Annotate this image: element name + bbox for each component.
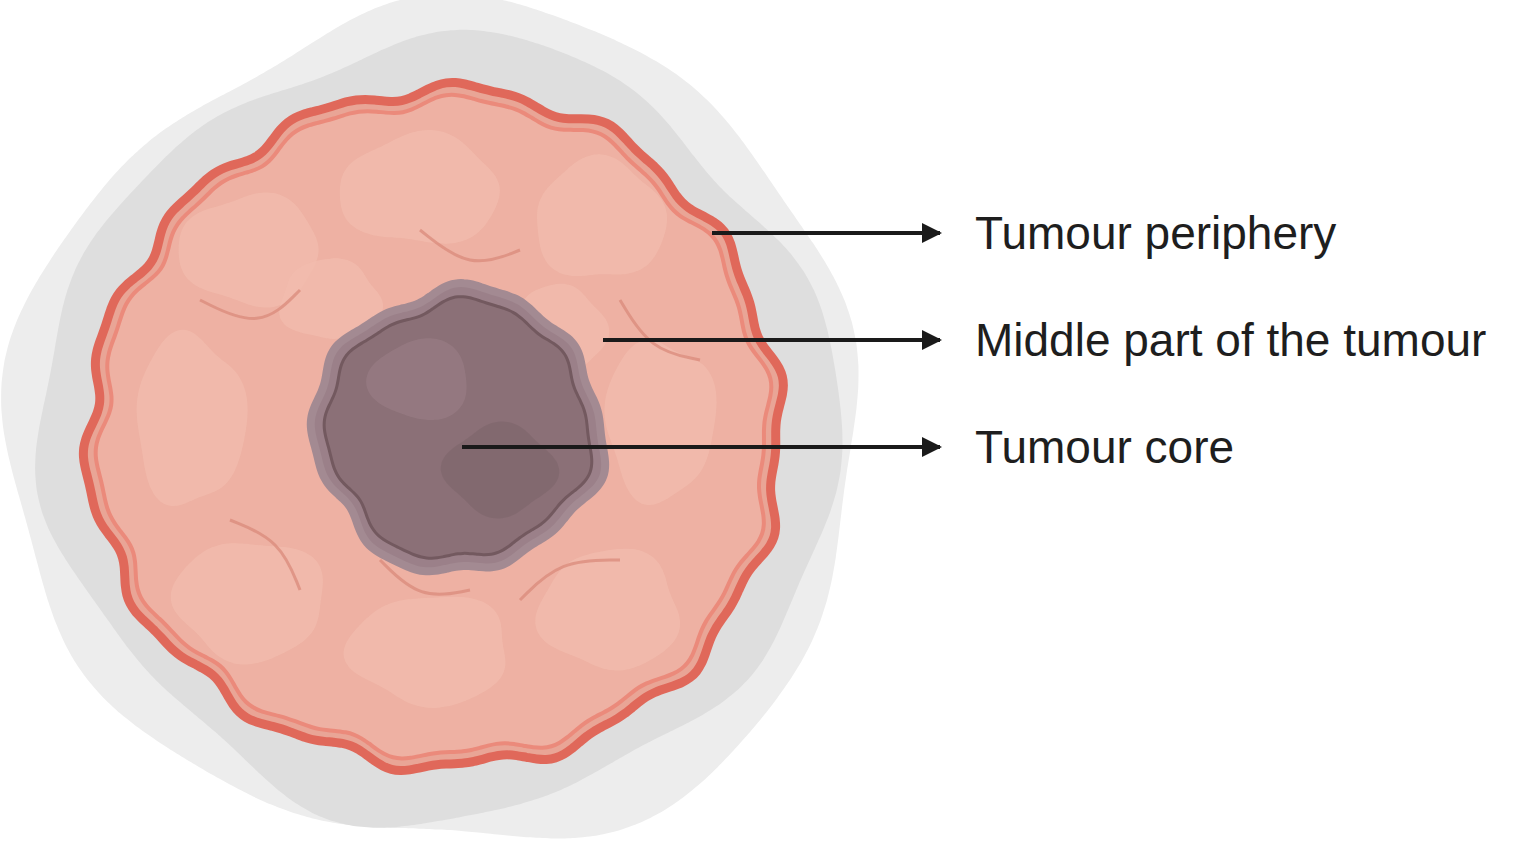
tumour-lobule xyxy=(340,130,500,244)
tumour-periphery-shape xyxy=(83,83,783,771)
halo-inner xyxy=(35,30,842,828)
tumour-lobule xyxy=(171,543,323,664)
tumour-lobule xyxy=(137,330,248,506)
region-label: Tumour core xyxy=(975,422,1234,473)
core-lobule xyxy=(366,338,466,420)
tumour-lobule xyxy=(535,549,680,671)
region-label: Middle part of the tumour xyxy=(975,315,1486,366)
core-lobule xyxy=(441,422,560,519)
region-label: Tumour periphery xyxy=(975,208,1336,259)
tumour-core-shape xyxy=(311,283,605,571)
tumour-lobule xyxy=(604,340,716,505)
tumour-middle-shape xyxy=(96,95,772,759)
leader-arrow xyxy=(603,338,940,342)
leader-lines xyxy=(462,233,940,447)
tumour-lobule xyxy=(537,154,667,276)
tumour-vein xyxy=(520,560,620,600)
halo-outer xyxy=(1,0,858,838)
tumour-lobule xyxy=(344,597,506,708)
leader-arrow xyxy=(462,445,940,449)
tumour-vein xyxy=(620,300,700,360)
tumour-shapes xyxy=(1,0,858,838)
tumour-vein xyxy=(420,230,520,261)
tumour-core-inner xyxy=(324,297,592,558)
tumour-vein xyxy=(200,290,300,319)
tumour-vein xyxy=(230,520,300,590)
leader-arrow xyxy=(712,231,940,235)
